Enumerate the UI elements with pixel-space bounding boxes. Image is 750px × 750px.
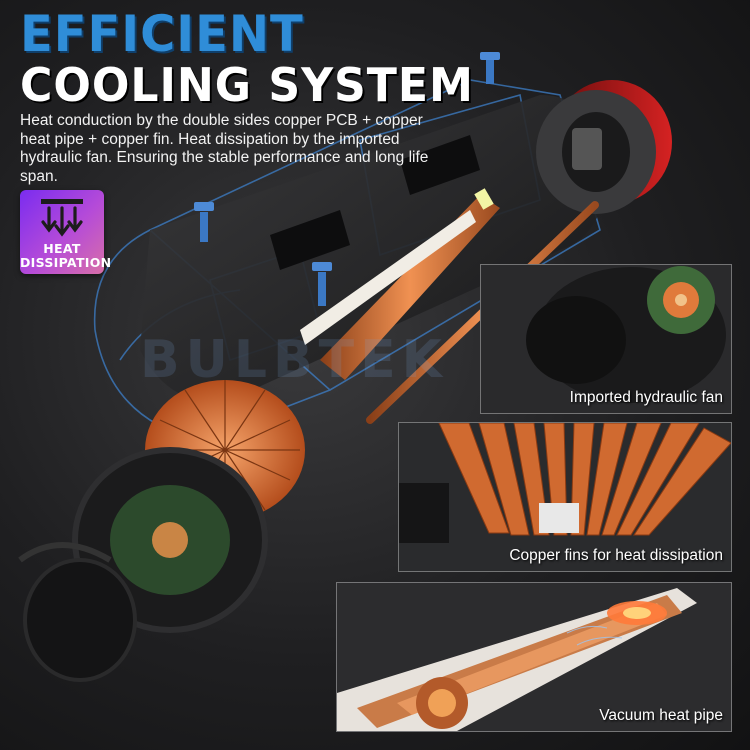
callout-caption-fins: Copper fins for heat dissipation <box>509 547 723 564</box>
screw-top <box>480 52 500 84</box>
copper-pcb <box>300 188 500 380</box>
brand-watermark: BULBTEK <box>140 330 448 390</box>
bulb-housing <box>140 95 600 402</box>
headline-line-2: COOLING SYSTEM <box>20 58 474 112</box>
badge-label-line-1: HEAT <box>43 241 81 256</box>
badge-label-line-2: DISSIPATION <box>20 255 112 270</box>
screw-left <box>194 202 214 242</box>
socket-ring <box>536 80 672 214</box>
callout-caption-fan: Imported hydraulic fan <box>569 389 723 406</box>
screw-middle <box>312 262 332 306</box>
description-text: Heat conduction by the double sides copp… <box>20 112 429 185</box>
callout-copper-fins: Copper fins for heat dissipation <box>398 422 732 572</box>
headline-line-1: EFFICIENT <box>20 5 304 63</box>
heat-dissipation-badge: HEAT DISSIPATION <box>20 190 112 274</box>
callout-vacuum-heat-pipe: Vacuum heat pipe <box>336 582 732 732</box>
copper-fins-closeup <box>399 423 731 571</box>
vacuum-heat-pipe-closeup <box>337 583 731 731</box>
callout-caption-pipe: Vacuum heat pipe <box>599 707 723 724</box>
callout-hydraulic-fan: Imported hydraulic fan <box>480 264 732 414</box>
hydraulic-fan-closeup <box>481 265 731 413</box>
rear-cap <box>18 542 137 682</box>
heat-dissipation-arrows-icon <box>41 199 83 237</box>
